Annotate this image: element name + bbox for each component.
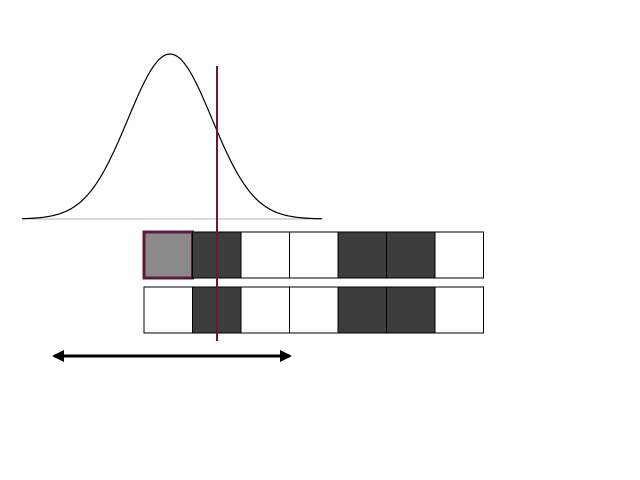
cell-row-bottom: [143, 286, 484, 334]
gaussian-curve: [21, 53, 323, 220]
cell-row-top-cell-highlight: [142, 230, 194, 280]
cell-row-top-cell-white: [289, 231, 339, 279]
cell-row-top-cell-white: [240, 231, 290, 279]
cell-row-bottom-cell-dark: [386, 286, 436, 334]
cell-row-bottom-cell-dark: [337, 286, 387, 334]
cell-row-top-cell-dark: [386, 231, 436, 279]
cell-row-bottom-cell-white: [143, 286, 193, 334]
cell-row-top-cell-dark: [337, 231, 387, 279]
cell-row-top-cell-white: [434, 231, 484, 279]
cell-row-bottom-cell-white: [240, 286, 290, 334]
cell-row-bottom-cell-white: [434, 286, 484, 334]
cell-row-top: [142, 230, 484, 280]
cell-row-bottom-cell-white: [289, 286, 339, 334]
